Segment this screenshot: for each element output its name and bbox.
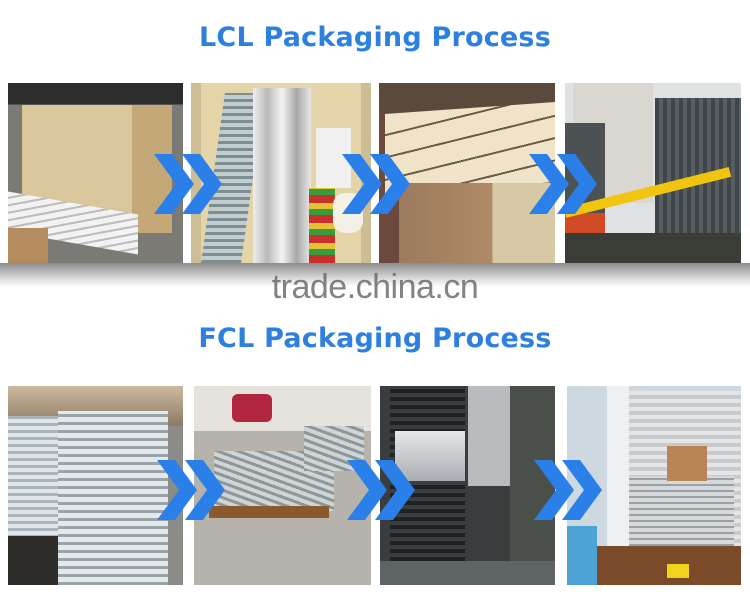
double-chevron-right-icon [154, 154, 222, 214]
double-chevron-right-icon [534, 460, 602, 520]
lcl-step-1-photo [8, 83, 183, 263]
lcl-section-title: LCL Packaging Process [199, 22, 551, 53]
watermark: trade.china.cn [271, 268, 479, 306]
fcl-step-2-photo [194, 386, 371, 585]
lcl-step-4-photo [565, 83, 741, 263]
fcl-step-4-photo [567, 386, 741, 585]
double-chevron-right-icon [157, 460, 225, 520]
lcl-step-3-photo [379, 83, 555, 263]
fcl-step-1-photo [8, 386, 183, 585]
double-chevron-right-icon [529, 154, 597, 214]
double-chevron-right-icon [342, 154, 410, 214]
lcl-step-2-photo [191, 83, 371, 263]
fcl-section-title: FCL Packaging Process [198, 323, 552, 354]
double-chevron-right-icon [347, 460, 415, 520]
fcl-step-3-photo [380, 386, 555, 585]
lcl-photo-strip-fade [0, 263, 750, 287]
